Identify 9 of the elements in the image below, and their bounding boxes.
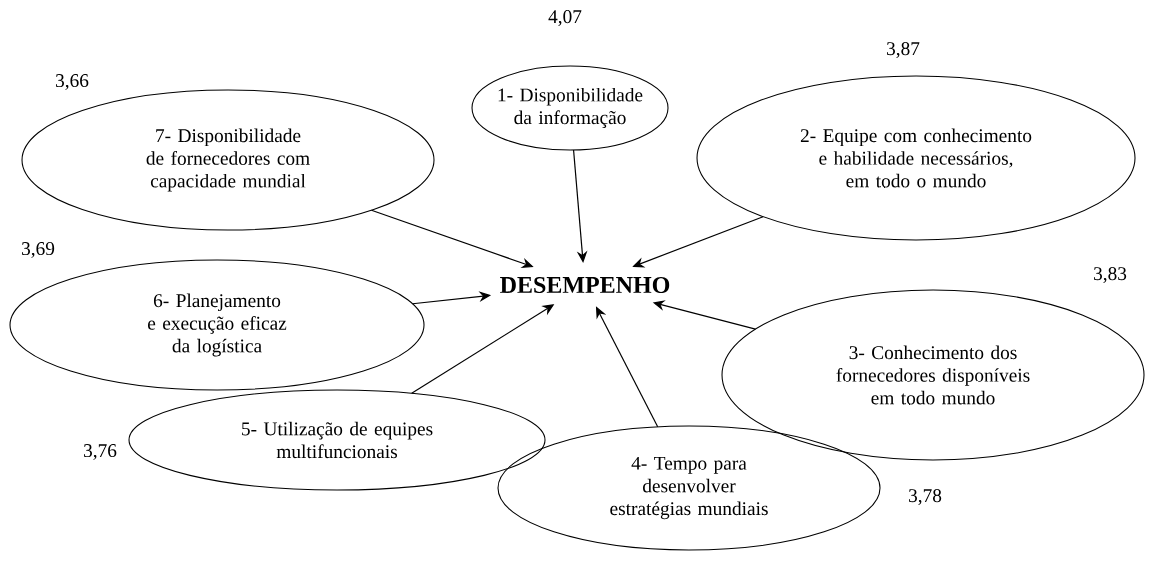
center-label: DESEMPENHO — [500, 276, 670, 294]
score-label: 3,69 — [22, 242, 55, 258]
arrow — [572, 149, 588, 263]
score-label: 3,66 — [56, 74, 89, 90]
score-label: 3,87 — [887, 42, 920, 58]
score-label: 3,78 — [909, 489, 942, 505]
score-label: 3,76 — [84, 444, 117, 460]
score-label: 4,07 — [548, 10, 582, 26]
score-label: 3,83 — [1094, 267, 1127, 283]
